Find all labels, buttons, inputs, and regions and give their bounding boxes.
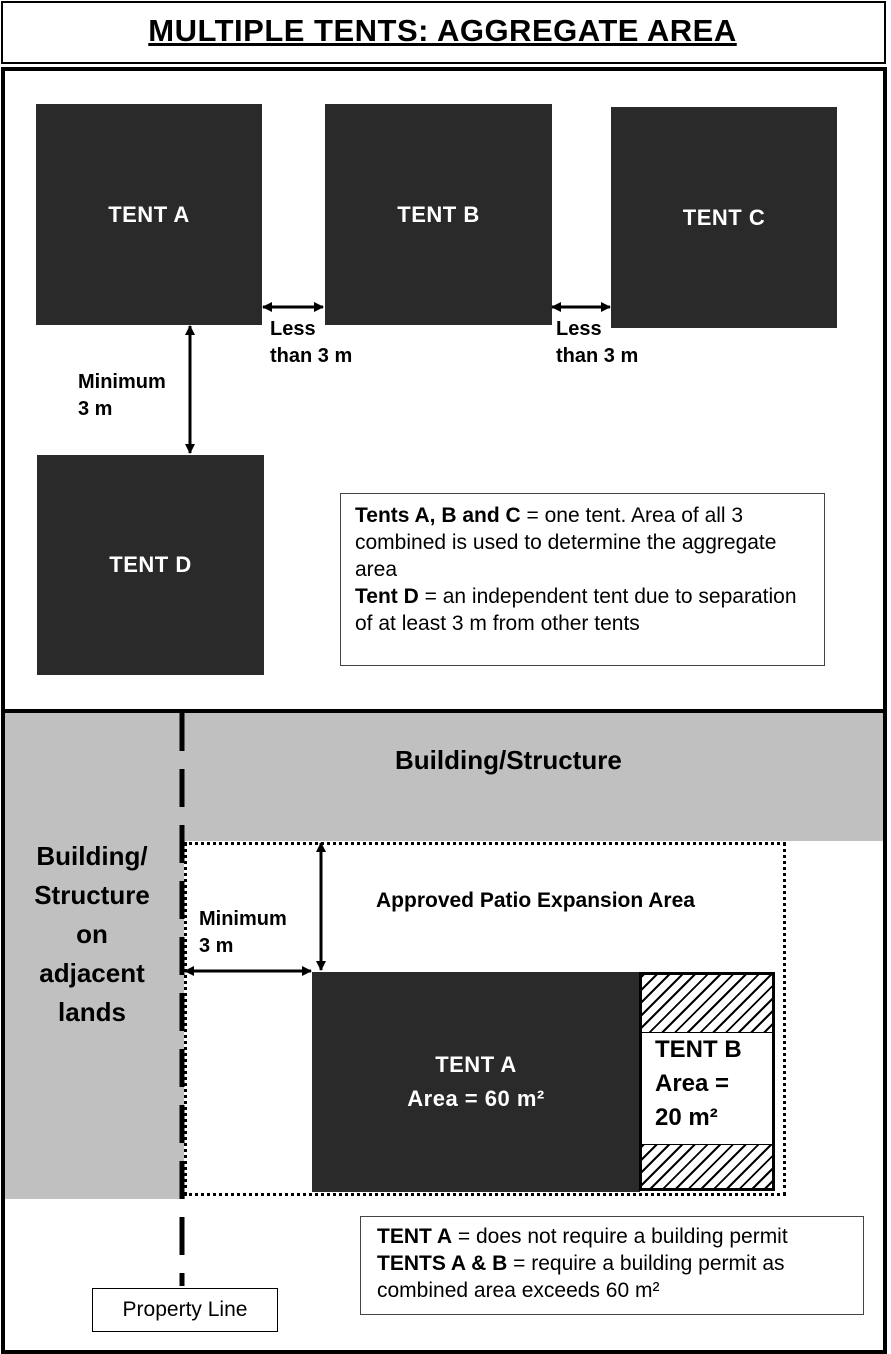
bottom-note-line1-rest: = does not require a building permit (452, 1225, 788, 1248)
bottom-note-line1-bold: TENT A (377, 1225, 453, 1248)
bottom-note-line2: TENTS A & B = require a building permit … (377, 1250, 847, 1304)
gap-ab-label: Less than 3 m (270, 316, 352, 370)
tent-b-label: TENT B (397, 201, 480, 227)
tent-b-bottom: TENT B Area = 20 m² (639, 972, 775, 1191)
bottom-note-line2-bold: TENTS A & B (377, 1252, 508, 1275)
gap-ab-line2: than 3 m (270, 345, 353, 367)
top-note-line2: Tent D = an independent tent due to sepa… (355, 583, 810, 637)
bottom-note-line1: TENT A = does not require a building per… (377, 1223, 847, 1250)
property-line-label: Property Line (92, 1288, 278, 1332)
top-note: Tents A, B and C = one tent. Area of all… (340, 493, 825, 666)
gap-ab-line1: Less (270, 318, 316, 340)
top-note-line1-rest: = one tent. Area of all 3 combined is us… (355, 504, 777, 581)
min-line2: 3 m (199, 935, 234, 957)
building-structure-label: Building/Structure (395, 745, 622, 775)
top-note-line1: Tents A, B and C = one tent. Area of all… (355, 502, 810, 583)
top-note-line2-bold: Tent D (355, 585, 419, 608)
bottom-note: TENT A = does not require a building per… (360, 1216, 864, 1315)
tent-b-bottom-area2: 20 m² (655, 1104, 718, 1131)
gap-bc-line2: than 3 m (556, 345, 639, 367)
title-box (1, 1, 886, 64)
adjacent-lands-area (5, 713, 185, 1199)
adjacent-line1: Building/ (36, 841, 148, 871)
patio-label: Approved Patio Expansion Area (376, 889, 695, 912)
bottom-note-line2-rest: = require a building permit as combined … (377, 1252, 785, 1302)
min-distance-label: Minimum 3 m (199, 906, 287, 960)
tent-d-top: TENT D (37, 455, 264, 675)
gap-bc-line1: Less (556, 318, 602, 340)
tent-a-label: TENT A (108, 201, 190, 227)
building-structure-area (185, 713, 883, 841)
tent-c-top: TENT C (611, 107, 837, 328)
tent-b-bottom-area1: Area = (655, 1070, 730, 1097)
tent-b-hatch-bottom (642, 1145, 772, 1188)
adjacent-lands-label: Building/ Structure on adjacent lands (10, 837, 174, 1032)
gap-ad-label: Minimum 3 m (78, 369, 166, 423)
adjacent-line5: lands (58, 997, 126, 1027)
tent-b-label-area: TENT B Area = 20 m² (642, 1032, 772, 1145)
adjacent-line3: on (76, 919, 108, 949)
tent-a-top: TENT A (36, 104, 262, 325)
tent-b-hatch-top (642, 975, 772, 1032)
adjacent-line4: adjacent (39, 958, 145, 988)
gap-ad-line1: Minimum (78, 371, 166, 393)
min-line1: Minimum (199, 908, 287, 930)
tent-d-label: TENT D (109, 552, 192, 577)
tent-b-bottom-name: TENT B (655, 1036, 742, 1063)
tent-a-bottom: TENT A Area = 60 m² (312, 972, 640, 1192)
tent-a-bottom-name: TENT A (435, 1052, 517, 1077)
tent-a-bottom-area: Area = 60 m² (407, 1086, 545, 1111)
tent-c-label: TENT C (682, 204, 766, 230)
tent-b-top: TENT B (325, 104, 552, 325)
top-note-line1-bold: Tents A, B and C (355, 504, 521, 527)
diagram-title: MULTIPLE TENTS: AGGREGATE AREA (148, 13, 737, 48)
gap-bc-label: Less than 3 m (556, 316, 638, 370)
adjacent-line2: Structure (34, 880, 150, 910)
top-note-line2-rest: = an independent tent due to separation … (355, 585, 797, 635)
gap-ad-line2: 3 m (78, 398, 113, 420)
